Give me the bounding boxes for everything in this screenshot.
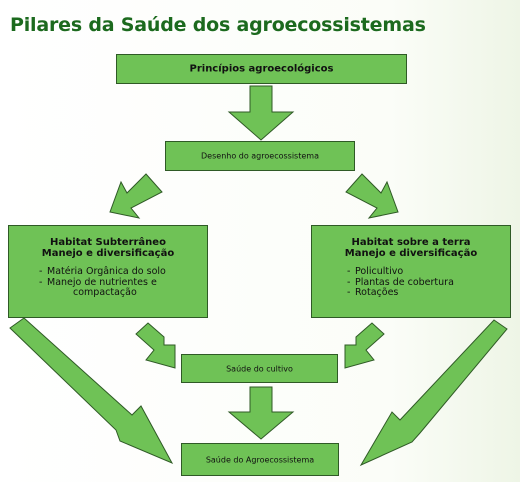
- list-item: Rotações: [347, 287, 510, 299]
- node-principios: Princípios agroecológicos: [116, 54, 407, 84]
- list-item-continuation: compactação: [73, 287, 137, 298]
- arrow-desenho-to-subterraneo: [109, 173, 163, 219]
- arrow-subterraneo-to-cultivo: [135, 322, 176, 369]
- heading-line-2: Manejo e diversificação: [41, 248, 175, 259]
- heading-line-2: Manejo e diversificação: [344, 248, 478, 259]
- node-saude-agroecossistema: Saúde do Agroecossistema: [181, 443, 339, 476]
- node-principios-label: Princípios agroecológicos: [189, 63, 334, 75]
- arrow-terra-to-agroecossistema: [359, 319, 508, 467]
- node-saude-agroecossistema-label: Saúde do Agroecossistema: [205, 455, 315, 464]
- node-habitat-sobre-terra-heading: Habitat sobre a terra Manejo e diversifi…: [312, 237, 510, 259]
- node-desenho-label: Desenho do agroecossistema: [201, 151, 319, 161]
- node-habitat-subterraneo-list: Matéria Orgânica do solo Manejo de nutri…: [9, 266, 207, 299]
- diagram-title: Pilares da Saúde dos agroecossistemas: [10, 14, 426, 36]
- arrow-cultivo-to-agroecossistema: [227, 386, 295, 440]
- arrow-desenho-to-terra: [345, 173, 399, 219]
- list-item: Plantas de cobertura: [347, 277, 510, 289]
- list-item: Manejo de nutrientes e: [39, 277, 207, 289]
- node-habitat-sobre-terra: Habitat sobre a terra Manejo e diversifi…: [311, 225, 511, 318]
- list-item: Matéria Orgânica do solo: [39, 266, 207, 278]
- node-habitat-subterraneo: Habitat Subterrâneo Manejo e diversifica…: [8, 225, 208, 318]
- node-desenho: Desenho do agroecossistema: [165, 141, 355, 171]
- heading-line-1: Habitat Subterrâneo: [50, 237, 166, 248]
- arrow-subterraneo-to-agroecossistema: [9, 317, 174, 465]
- node-habitat-sobre-terra-list: Policultivo Plantas de cobertura Rotaçõe…: [312, 266, 510, 299]
- heading-line-1: Habitat sobre a terra: [351, 237, 471, 248]
- arrow-principios-to-desenho: [227, 85, 295, 141]
- node-saude-cultivo: Saúde do cultivo: [181, 354, 338, 383]
- list-item: Policultivo: [347, 266, 510, 278]
- arrow-terra-to-cultivo: [344, 322, 385, 369]
- node-saude-cultivo-label: Saúde do cultivo: [226, 364, 293, 373]
- node-habitat-subterraneo-heading: Habitat Subterrâneo Manejo e diversifica…: [9, 237, 207, 259]
